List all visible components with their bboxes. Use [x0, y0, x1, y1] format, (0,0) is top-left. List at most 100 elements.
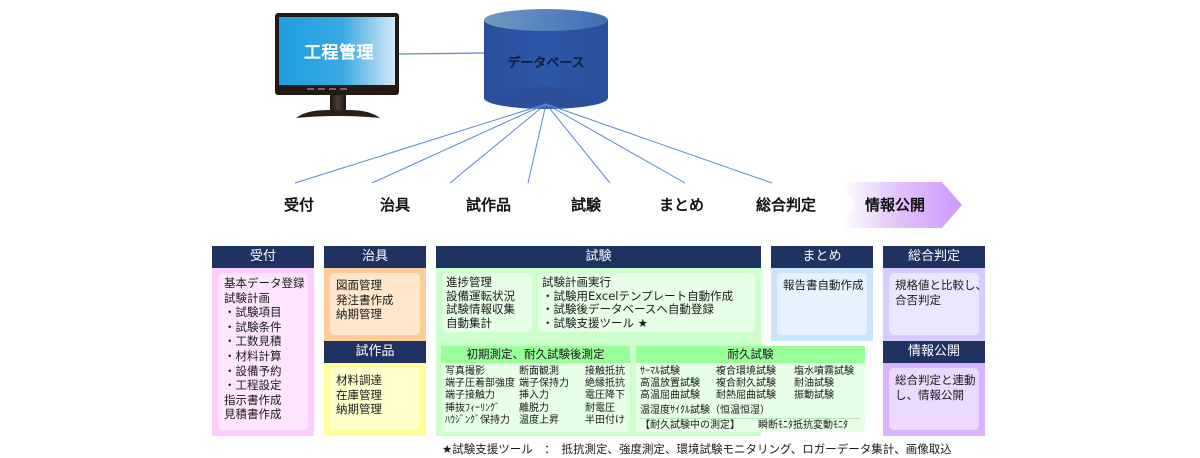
panel-jigu: 治具 図面管理 発注書作成 納期管理 — [324, 246, 426, 341]
database-label: データベース — [507, 56, 585, 71]
list-item: 規格値と比較し、 — [895, 278, 987, 292]
monitor-icon — [275, 13, 399, 118]
list-item: ・試験条件 — [224, 319, 282, 334]
panel-header: 治具 — [324, 246, 426, 268]
connector-line — [527, 103, 547, 184]
test-item: 耐熱屈曲試験 — [716, 390, 776, 402]
step-uketsuke: 受付 — [284, 196, 315, 214]
list-item: 在庫管理 — [336, 387, 382, 402]
shiken-plan-execution: 試験計画実行 ・試験用Excelテンプレート自動作成 ・試験後データベースへ自動… — [538, 273, 755, 332]
step-jouhou-koukai: 情報公開 — [865, 196, 926, 214]
test-item: 高温放置試験 — [640, 378, 700, 390]
panel-body: 図面管理 発注書作成 納期管理 — [330, 273, 420, 335]
list-item: 進捗管理 — [446, 275, 492, 289]
connector-line — [449, 103, 547, 184]
during-test-label: 【耐久試験中の測定】 — [640, 419, 740, 431]
list-item: 試験計画実行 — [542, 275, 611, 289]
shiken-monitoring-list: 進捗管理 設備運転状況 試験情報収集 自動集計 — [442, 273, 532, 332]
panel-header: 情報公開 — [883, 341, 985, 363]
list-item: 納期管理 — [336, 402, 382, 417]
step-shisakuhin: 試作品 — [466, 196, 512, 214]
test-item: 写真撮影 — [445, 366, 485, 377]
subpanel-header: 耐久試験 — [636, 346, 865, 363]
test-item: 塩水噴霧試験 — [794, 366, 854, 377]
test-item: 複合耐久試験 — [716, 378, 776, 390]
connector-line — [294, 103, 547, 184]
publish-arrow-highlight — [842, 182, 962, 228]
connector-line — [371, 103, 547, 184]
list-item: 自動集計 — [446, 315, 492, 330]
panel-body: 総合判定と連動 し、情報公開 — [889, 368, 979, 430]
test-item: 断面観測 — [519, 366, 559, 377]
test-item: 温湿度ｻｲｸﾙ試験（恒温恒湿） — [640, 404, 770, 416]
durability-test-panel: 耐久試験 ｻｰﾏﾙ試験 複合環境試験 塩水噴霧試験 高温放置試験 複合耐久試験 … — [636, 346, 865, 432]
monitor-title: 工程管理 — [304, 43, 374, 63]
panel-jouhou-koukai: 情報公開 総合判定と連動 し、情報公開 — [883, 341, 985, 436]
test-item: 端子接触力 — [445, 390, 495, 402]
panel-header: 総合判定 — [883, 246, 985, 268]
test-item: 耐油試験 — [794, 378, 834, 390]
test-item: 温度上昇 — [519, 414, 559, 426]
test-item: ｻｰﾏﾙ試験 — [640, 366, 680, 377]
list-item: 指示書作成 — [224, 392, 282, 407]
list-item: ・工程設定 — [224, 378, 282, 393]
list-item: 合否判定 — [895, 292, 941, 307]
initial-measurement-panel: 初期測定、耐久試験後測定 写真撮影 断面観測 接触抵抗 端子圧着部強度 端子保持… — [441, 346, 630, 432]
panel-body: 基本データ登録 試験計画 ・試験項目 ・試験条件 ・工数見積 ・材料計算 ・設備… — [218, 273, 308, 430]
during-test-items: 瞬断ﾓﾆﾀ抵抗変動ﾓﾆﾀ — [758, 419, 848, 431]
panel-sougou-hantei: 総合判定 規格値と比較し、 合否判定 — [883, 246, 987, 341]
test-item: 接触抵抗 — [585, 366, 625, 377]
step-shiken: 試験 — [571, 196, 602, 214]
subpanel-header: 初期測定、耐久試験後測定 — [441, 346, 630, 363]
list-item: 納期管理 — [336, 307, 382, 322]
panel-matome: まとめ 報告書自動作成 — [771, 246, 873, 341]
test-item: 挿抜ﾌｨｰﾘﾝｸﾞ — [445, 402, 500, 414]
step-matome: まとめ — [659, 196, 705, 214]
test-item: 高温屈曲試験 — [640, 390, 700, 402]
list-item: 見積書作成 — [224, 407, 282, 422]
list-item: ・設備予約 — [224, 363, 282, 378]
test-item: 振動試験 — [794, 390, 834, 402]
list-item: 設備運転状況 — [446, 288, 515, 303]
footnote: ★試験支援ツール ： 抵抗測定、強度測定、環境試験モニタリング、ロガーデータ集計… — [442, 442, 952, 456]
panel-header: 試作品 — [324, 341, 426, 363]
list-item: ・試験項目 — [224, 305, 282, 320]
connector-line — [545, 103, 773, 184]
step-jigu: 治具 — [380, 196, 411, 214]
list-item: ・材料計算 — [224, 348, 282, 363]
test-item: 端子保持力 — [519, 378, 569, 390]
panel-header: 試験 — [436, 246, 761, 268]
list-item: 試験情報収集 — [446, 302, 515, 316]
test-item: 複合環境試験 — [716, 366, 776, 377]
system-diagram — [275, 9, 962, 228]
list-item: ・試験支援ツール ★ — [542, 315, 648, 330]
list-item: ・試験用Excelテンプレート自動作成 — [542, 288, 734, 303]
panel-header: 受付 — [212, 246, 314, 268]
test-item: 離脱力 — [519, 402, 549, 414]
panel-body: 報告書自動作成 — [777, 273, 867, 335]
list-item: 試験計画 — [224, 290, 270, 305]
step-sougou-hantei: 総合判定 — [756, 196, 817, 214]
panel-header: まとめ — [771, 246, 873, 268]
list-item: 図面管理 — [336, 278, 382, 292]
test-item: 端子圧着部強度 — [445, 378, 515, 390]
test-item: 絶縁抵抗 — [585, 378, 625, 390]
database-cylinder-icon — [484, 9, 608, 109]
monitor-db-connector — [398, 52, 486, 55]
panel-body: 材料調達 在庫管理 納期管理 — [330, 368, 420, 430]
panel-shisakuhin: 試作品 材料調達 在庫管理 納期管理 — [324, 341, 426, 436]
test-item: ﾊｳｼﾞﾝｸﾞ保持力 — [445, 414, 510, 426]
test-item: 半田付け — [585, 414, 625, 426]
list-item: ・試験後データベースへ自動登録 — [542, 302, 714, 316]
list-item: 発注書作成 — [336, 292, 394, 307]
list-item: 基本データ登録 — [224, 276, 305, 290]
list-item: し、情報公開 — [895, 387, 964, 402]
test-item: 挿入力 — [519, 390, 549, 402]
connector-line — [545, 103, 611, 184]
list-item: 総合判定と連動 — [895, 373, 976, 387]
connector-line — [545, 103, 686, 184]
list-item: 材料調達 — [336, 373, 382, 387]
list-item: 報告書自動作成 — [783, 278, 864, 292]
test-item: 耐電圧 — [585, 402, 615, 414]
db-step-connectors — [294, 103, 773, 184]
